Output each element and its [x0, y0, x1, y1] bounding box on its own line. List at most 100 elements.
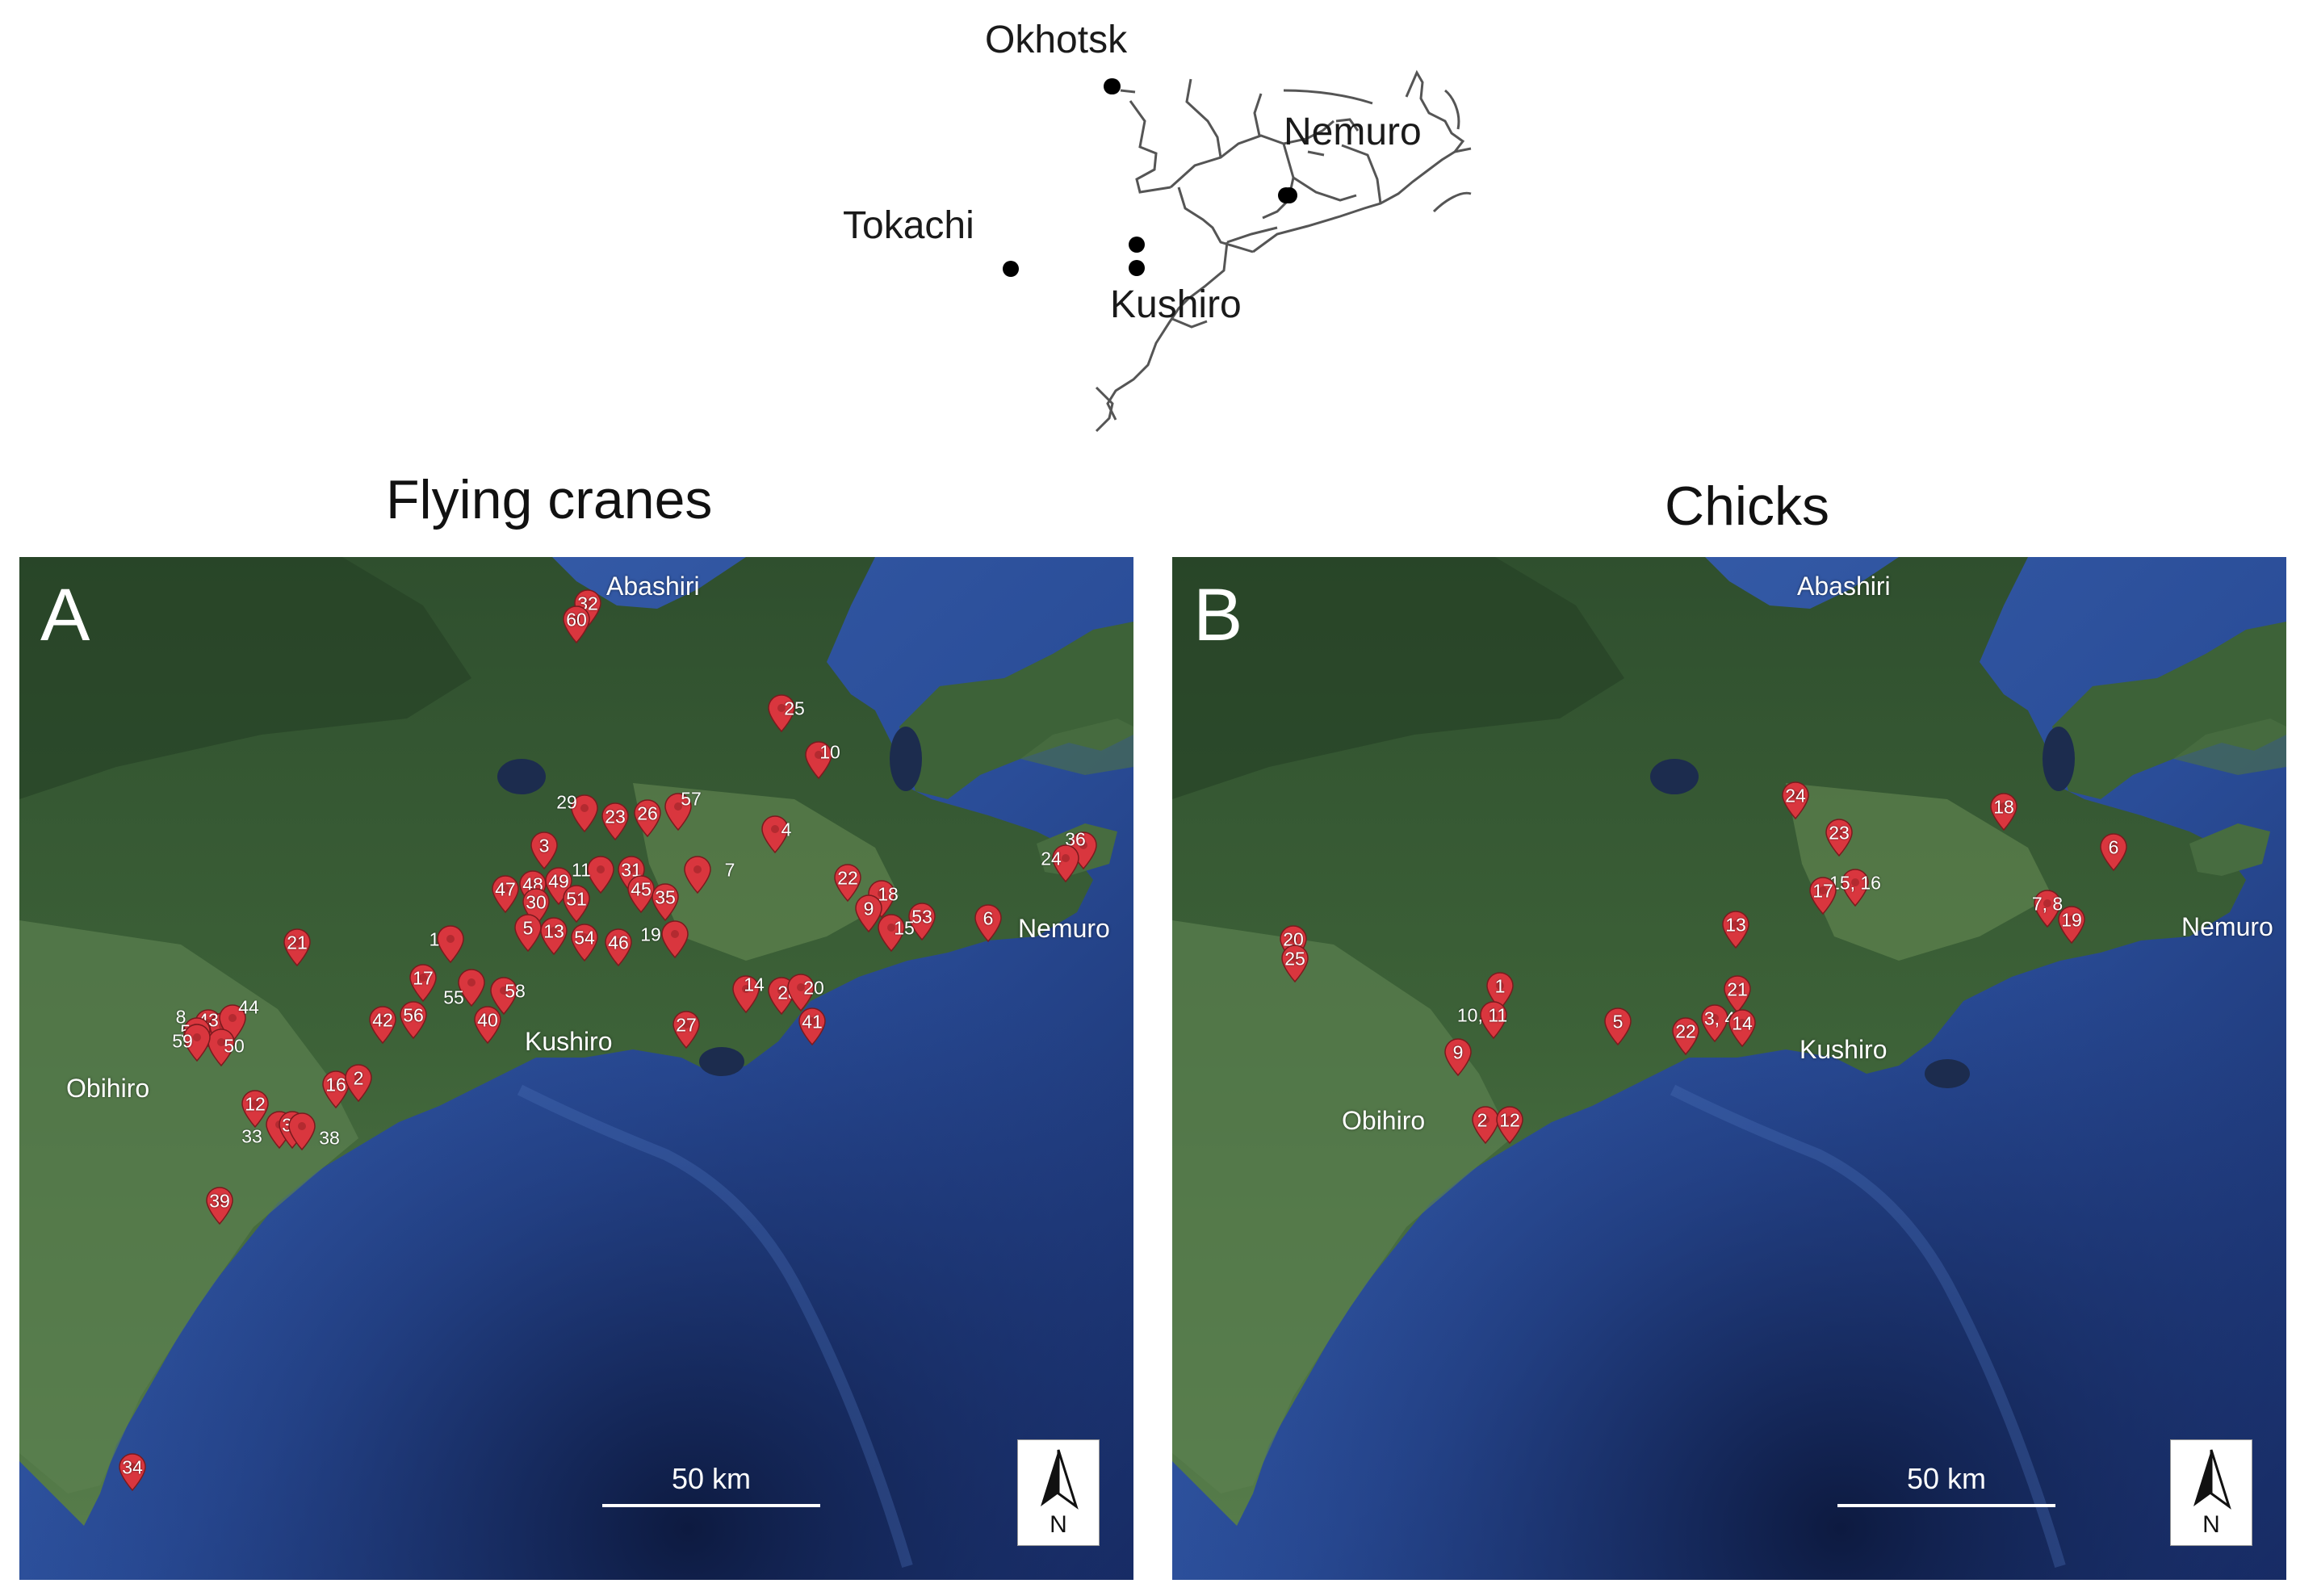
place-kushiro: Kushiro [525, 1027, 613, 1056]
panel-b-map-pin[interactable] [1728, 1009, 1757, 1048]
panel-a-map-pin[interactable] [1051, 844, 1080, 883]
panel-a-map-pin[interactable] [626, 875, 656, 914]
panel-a-map-pin[interactable] [241, 1090, 270, 1129]
panel-a-map-pin[interactable] [651, 883, 680, 922]
panel-a-pin-label: 45 [631, 878, 652, 900]
panel-a-map-pin[interactable] [798, 1007, 827, 1046]
panel-b-pin-label: 5 [1612, 1011, 1624, 1033]
panel-a-map-pin[interactable] [399, 1001, 428, 1040]
panel-a-map-pin[interactable] [489, 977, 518, 1016]
panel-a-pin-label: 21 [287, 932, 308, 953]
panel-a-map-pin[interactable] [562, 605, 591, 644]
panel-b-map-pin[interactable] [1825, 819, 1854, 857]
scale-label-a: 50 km [671, 1462, 752, 1495]
panel-a-map-pin[interactable] [767, 694, 796, 733]
panel-a-map-pin[interactable] [530, 832, 559, 870]
place-nemuro: Nemuro [1018, 914, 1110, 943]
panel-a-map-pin[interactable] [672, 1011, 701, 1049]
panel-a-map-pin[interactable] [804, 741, 833, 780]
panel-b-map-pin[interactable] [2057, 906, 2086, 945]
panel-b-pin-label: 17 [1812, 880, 1833, 902]
panel-a-map-pin[interactable] [854, 894, 883, 933]
inset-outline [1095, 69, 1472, 433]
panel-a-pin-label: 47 [495, 878, 516, 900]
panel-a-pin-label: 12 [245, 1093, 266, 1115]
panel-a-map-pin[interactable] [907, 903, 936, 941]
panel-b-map-pin[interactable] [1841, 869, 1870, 907]
panel-a-map-pin[interactable] [633, 799, 662, 838]
panel-a-pin-label: 1 [429, 928, 440, 950]
panel-b-map-pin[interactable] [1443, 1038, 1473, 1077]
panel-a-map-pin[interactable] [287, 1112, 316, 1151]
north-arrow-b: N [2170, 1439, 2252, 1546]
panel-a-pin-label: 7 [724, 859, 735, 881]
panel-a-map-pin[interactable] [207, 1028, 236, 1067]
panel-a-map-pin[interactable] [586, 856, 615, 894]
panel-a-map-pin[interactable] [786, 974, 815, 1012]
panel-b-map-pin[interactable] [2033, 890, 2062, 928]
panel-a-map-pin[interactable] [283, 928, 312, 967]
panel-a-map-pin[interactable] [664, 793, 693, 832]
panel-b-pin-label: 12 [1499, 1109, 1520, 1131]
panel-b-map-pin[interactable] [1495, 1106, 1524, 1145]
panel-a-pin-label: 15 [894, 917, 915, 939]
panel-a-map-pin[interactable] [182, 1024, 212, 1062]
panel-b-map-pin[interactable] [1989, 793, 2018, 832]
panel-a-pin-label: 57 [681, 788, 702, 810]
panel-a-pin-label: 2 [353, 1067, 364, 1089]
panel-a-map-pin[interactable] [660, 920, 689, 959]
panel-a-pin-label: 56 [403, 1004, 424, 1026]
panel-b-map-pin[interactable] [1781, 781, 1810, 820]
panel-a-pin-label: 34 [122, 1456, 143, 1478]
panel-b-map-pin[interactable] [2099, 833, 2128, 872]
panel-b-map-pin[interactable] [1479, 1001, 1508, 1040]
panel-a-map-pin[interactable] [205, 1187, 234, 1225]
panel-b-map-pin[interactable] [1808, 877, 1837, 915]
panel-a-pin-label: 39 [209, 1190, 230, 1212]
panel-a-map-pin[interactable] [491, 875, 520, 914]
panel-b-map-pin[interactable] [1721, 911, 1750, 949]
panel-a-map-pin[interactable] [683, 856, 712, 894]
scale-bar-b [1837, 1504, 2055, 1507]
panel-a-map-pin[interactable] [473, 1006, 502, 1045]
panel-b-map-pin[interactable] [1671, 1017, 1700, 1056]
panel-a-pin-label: 54 [574, 927, 595, 949]
panel-a-map-pin[interactable] [974, 904, 1003, 943]
panel-a-map-pin[interactable] [539, 917, 568, 956]
panel-a-map-pin[interactable] [457, 969, 486, 1007]
panel-a-map-pin[interactable] [321, 1070, 350, 1109]
panel-a-map-pin[interactable] [760, 815, 790, 854]
panel-a-map-pin[interactable] [368, 1006, 397, 1045]
north-label-a: N [1050, 1511, 1067, 1538]
panel-b-map-pin[interactable] [1700, 1004, 1729, 1043]
panel-b-map-pin[interactable] [1485, 972, 1515, 1011]
panel-a-map-pin[interactable] [409, 964, 438, 1003]
panel-b-pin-label: 1 [1494, 975, 1506, 997]
panel-b-map-pin[interactable] [1471, 1106, 1500, 1145]
panel-b-map-pin[interactable] [1280, 945, 1309, 983]
satellite-map-a [19, 557, 1133, 1580]
panel-a-map-pin[interactable] [833, 864, 862, 903]
panel-a-pin-label: 18 [878, 883, 899, 905]
panel-b-pin-label: 23 [1829, 822, 1850, 844]
panel-a-map-pin[interactable] [877, 914, 906, 953]
panel-a-map-pin[interactable] [601, 802, 630, 841]
panel-a-map-pin[interactable] [562, 885, 591, 924]
panel-a-map-pin[interactable] [513, 914, 543, 953]
place-obihiro: Obihiro [1342, 1106, 1426, 1135]
panel-a-pin-label: 23 [605, 806, 626, 827]
panel-a-pin-label: 40 [477, 1009, 498, 1031]
panel-a-map-pin[interactable] [570, 924, 599, 962]
panel-a-map-pin[interactable] [344, 1064, 373, 1103]
panel-a-pin-label: 60 [566, 609, 587, 630]
panel-a-map-pin[interactable] [731, 975, 760, 1014]
panel-a-pin-label: 17 [413, 967, 434, 989]
panel-b-map-pin[interactable] [1723, 975, 1752, 1014]
panel-a-map-pin[interactable] [570, 794, 599, 833]
panel-b-map-pin[interactable] [1603, 1007, 1632, 1046]
panel-a-map-pin[interactable] [604, 928, 633, 967]
panel-a-map-pin[interactable] [436, 925, 465, 964]
panel-a-map-pin[interactable] [118, 1453, 147, 1492]
panel-b-pin-label: 15, 16 [1829, 872, 1881, 894]
panel-a-pin-label: 58 [505, 980, 526, 1002]
